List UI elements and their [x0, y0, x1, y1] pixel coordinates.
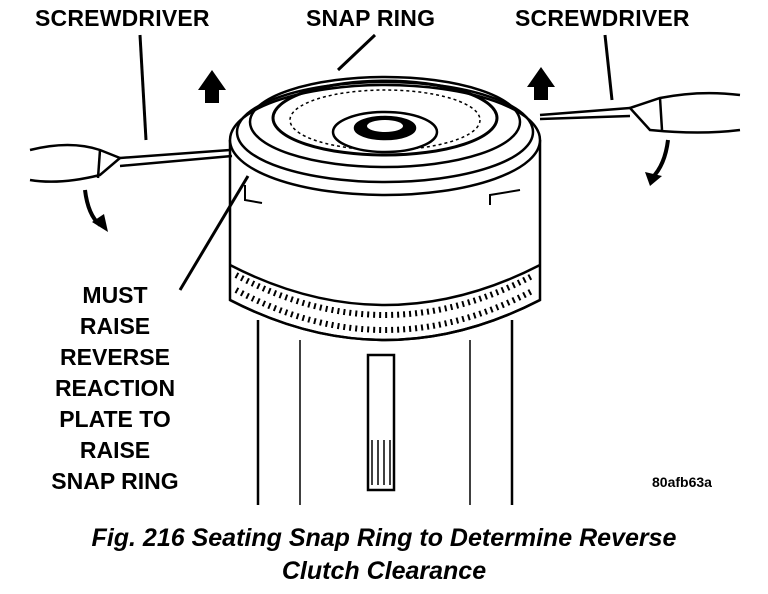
- note-line: PLATE TO: [59, 406, 171, 432]
- lower-housing: [256, 320, 514, 505]
- note-line: RAISE: [79, 313, 151, 339]
- reaction-plate-and-snap-ring: [228, 75, 542, 205]
- input-shaft: [366, 353, 396, 492]
- figure-code: 80afb63a: [652, 474, 712, 490]
- caption-line-2: Clutch Clearance: [281, 557, 487, 585]
- raise-reaction-plate-note: MUST RAISE REVERSE REACTION PLATE TO RAI…: [20, 280, 210, 497]
- note-line: REVERSE: [60, 344, 170, 370]
- snap-ring-label: SNAP RING: [306, 5, 436, 31]
- screwdriver-left: [29, 143, 233, 183]
- clutch-drum: [228, 140, 542, 342]
- screwdriver-right: [539, 91, 741, 134]
- note-line: RAISE: [79, 437, 151, 463]
- screwdriver-left-label: SCREWDRIVER: [35, 5, 210, 31]
- note-line: SNAP RING: [51, 468, 179, 494]
- screwdriver-right-label: SCREWDRIVER: [515, 5, 690, 31]
- up-arrow-icons: [198, 67, 555, 103]
- leader-lines: [138, 33, 614, 291]
- note-line: MUST: [82, 282, 148, 308]
- figure-caption: Fig. 216 Seating Snap Ring to Determine …: [0, 522, 768, 588]
- caption-line-1: Fig. 216 Seating Snap Ring to Determine …: [91, 524, 677, 552]
- note-line: REACTION: [54, 375, 176, 401]
